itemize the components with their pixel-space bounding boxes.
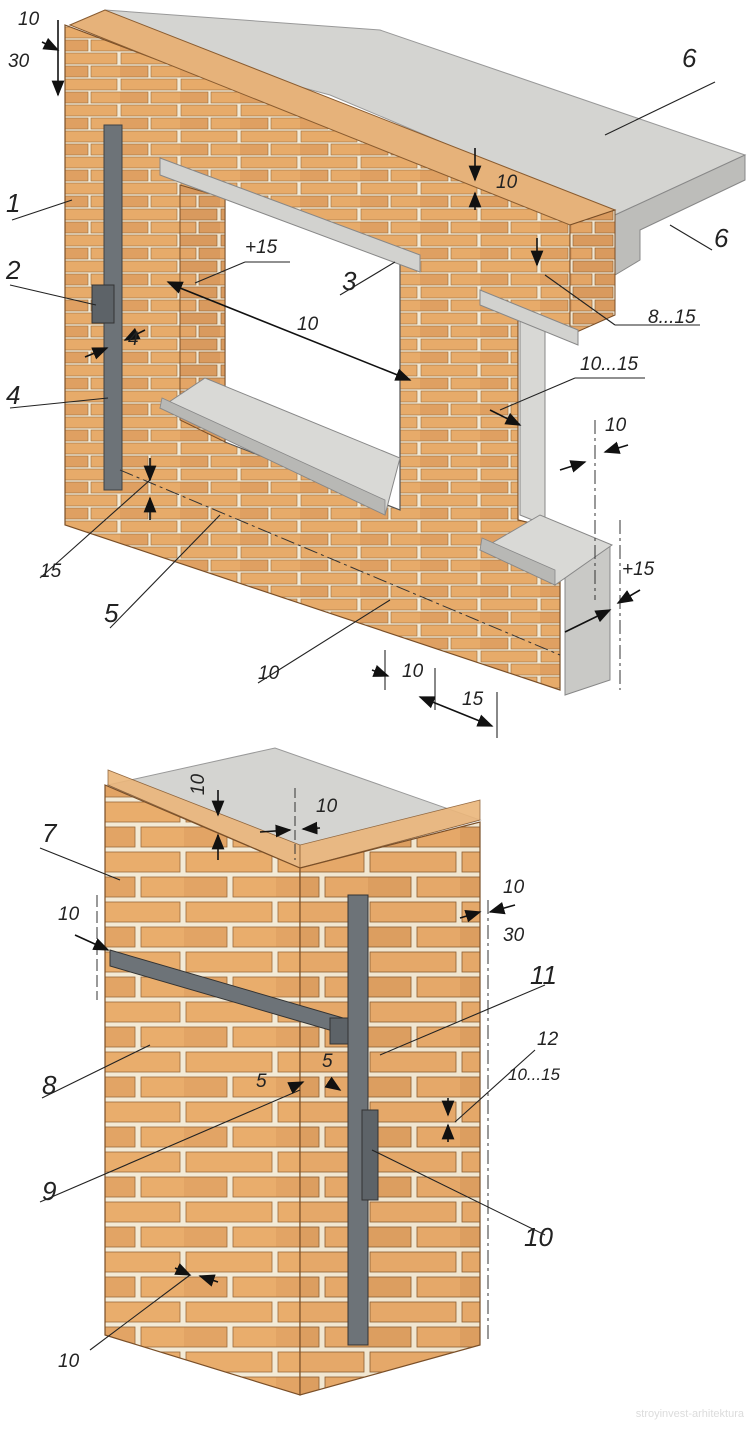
pier-lintel (479, 289, 579, 346)
dim-right-b: 30 (503, 925, 525, 946)
dim-lintel-gap: 8...15 (648, 307, 696, 328)
dim-gap-b: 5 (322, 1051, 333, 1072)
callout-2: 2 (6, 255, 21, 285)
dim-top-left-a: 10 (18, 9, 40, 30)
callout-6-slab: 6 (682, 43, 697, 73)
callout-1: 1 (6, 188, 21, 218)
pier-sill-edge (479, 537, 556, 586)
column-top-bricks-right (299, 799, 481, 869)
dim-opening-gap: 10 (297, 314, 319, 335)
callout-7: 7 (42, 818, 57, 848)
dim-joint-range: 10...15 (508, 1065, 560, 1084)
dim-parapet-top: 10 (496, 172, 518, 193)
dim-right-a: 10 (503, 877, 525, 898)
lower-column-figure (39, 747, 546, 1396)
dim-pier-gap: 10 (605, 415, 627, 436)
dim-jamb-gap: 10...15 (580, 354, 639, 375)
dim-bottom-b: 10 (402, 661, 424, 682)
window-sill-edge (159, 397, 386, 516)
column-right-face (299, 821, 481, 1396)
upper-wall-figure (9, 9, 747, 738)
dim-top-b: 10 (316, 796, 338, 817)
dim-bottom-c: 15 (462, 689, 484, 710)
callout-12: 12 (537, 1029, 559, 1050)
dim-gap-a: 5 (256, 1071, 267, 1092)
dim-left-joint: 10 (58, 904, 80, 925)
dim-top-left-b: 30 (8, 51, 30, 72)
callout-3: 3 (342, 266, 357, 296)
dim-base-joint: 15 (40, 561, 62, 582)
column-left-face (104, 784, 301, 1396)
window-lintel (159, 157, 421, 273)
callout-4: 4 (6, 380, 21, 410)
dim-bottom-a: 10 (258, 663, 280, 684)
callout-8: 8 (42, 1070, 57, 1100)
dim-guide-gap: 4 (128, 329, 139, 350)
upper-leaders (9, 81, 716, 684)
dim-top-a: 10 (188, 773, 210, 796)
pier-reveal (519, 317, 546, 526)
dim-lintel-joint: +15 (245, 237, 278, 258)
dim-bottom-joint: 10 (58, 1351, 80, 1372)
callout-11: 11 (530, 960, 557, 990)
dim-sill-offset: +15 (622, 559, 655, 580)
level-line (119, 469, 561, 656)
callout-10: 10 (524, 1222, 553, 1252)
vertical-clamp (361, 1109, 379, 1201)
upper-dim-arrows (41, 20, 641, 738)
callout-5: 5 (104, 598, 119, 628)
parapet-side (569, 209, 616, 336)
callout-9: 9 (42, 1176, 57, 1206)
callout-6-edge: 6 (714, 223, 729, 253)
guide-clamp (91, 284, 115, 324)
watermark: stroyinvest-arhitektura (635, 1408, 744, 1420)
lower-dim-arrows (74, 790, 516, 1287)
lower-leaders (39, 847, 546, 1351)
